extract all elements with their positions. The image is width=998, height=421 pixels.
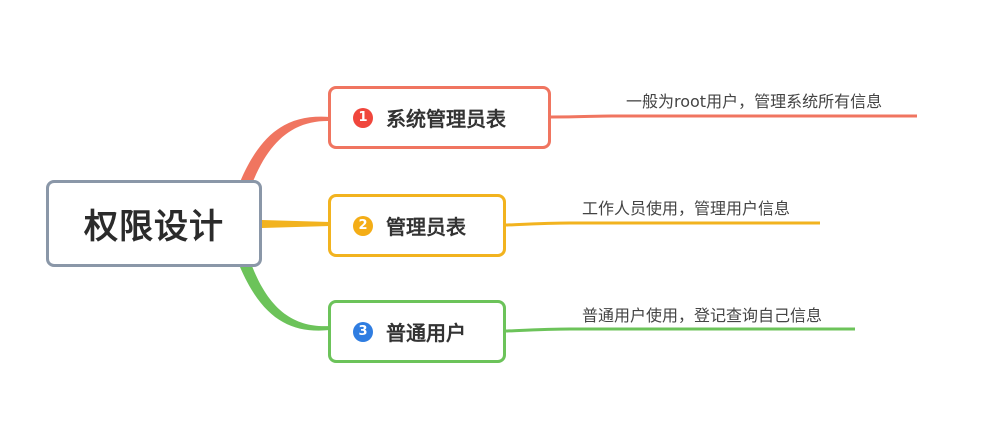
branch-label-3: 普通用户 [386, 321, 466, 345]
connector-root-branch-1 [240, 116, 330, 184]
number-badge-3: 3 [353, 321, 373, 342]
connector-branch-1-leaf [550, 114, 917, 119]
branch-label-2: 管理员表 [386, 215, 466, 239]
leaf-text-2[interactable]: 工作人员使用，管理用户信息 [582, 199, 791, 218]
number-badge-1: 1 [353, 107, 373, 128]
connector-branch-3-leaf [505, 327, 855, 333]
connector-branch-2-leaf [505, 221, 820, 227]
branch-label-1: 系统管理员表 [386, 107, 506, 131]
root-node[interactable]: 权限设计 [46, 180, 262, 267]
leaf-text-1[interactable]: 一般为root用户，管理系统所有信息 [626, 92, 883, 111]
leaf-text-3[interactable]: 普通用户使用，登记查询自己信息 [582, 306, 823, 325]
connector-root-branch-2 [262, 220, 330, 228]
root-title: 权限设计 [84, 207, 224, 247]
branch-node-2[interactable]: 2 管理员表 [328, 194, 506, 257]
connector-root-branch-3 [240, 266, 330, 331]
branch-node-3[interactable]: 3 普通用户 [328, 300, 506, 363]
number-badge-2: 2 [353, 215, 373, 236]
branch-node-1[interactable]: 1 系统管理员表 [328, 86, 551, 149]
